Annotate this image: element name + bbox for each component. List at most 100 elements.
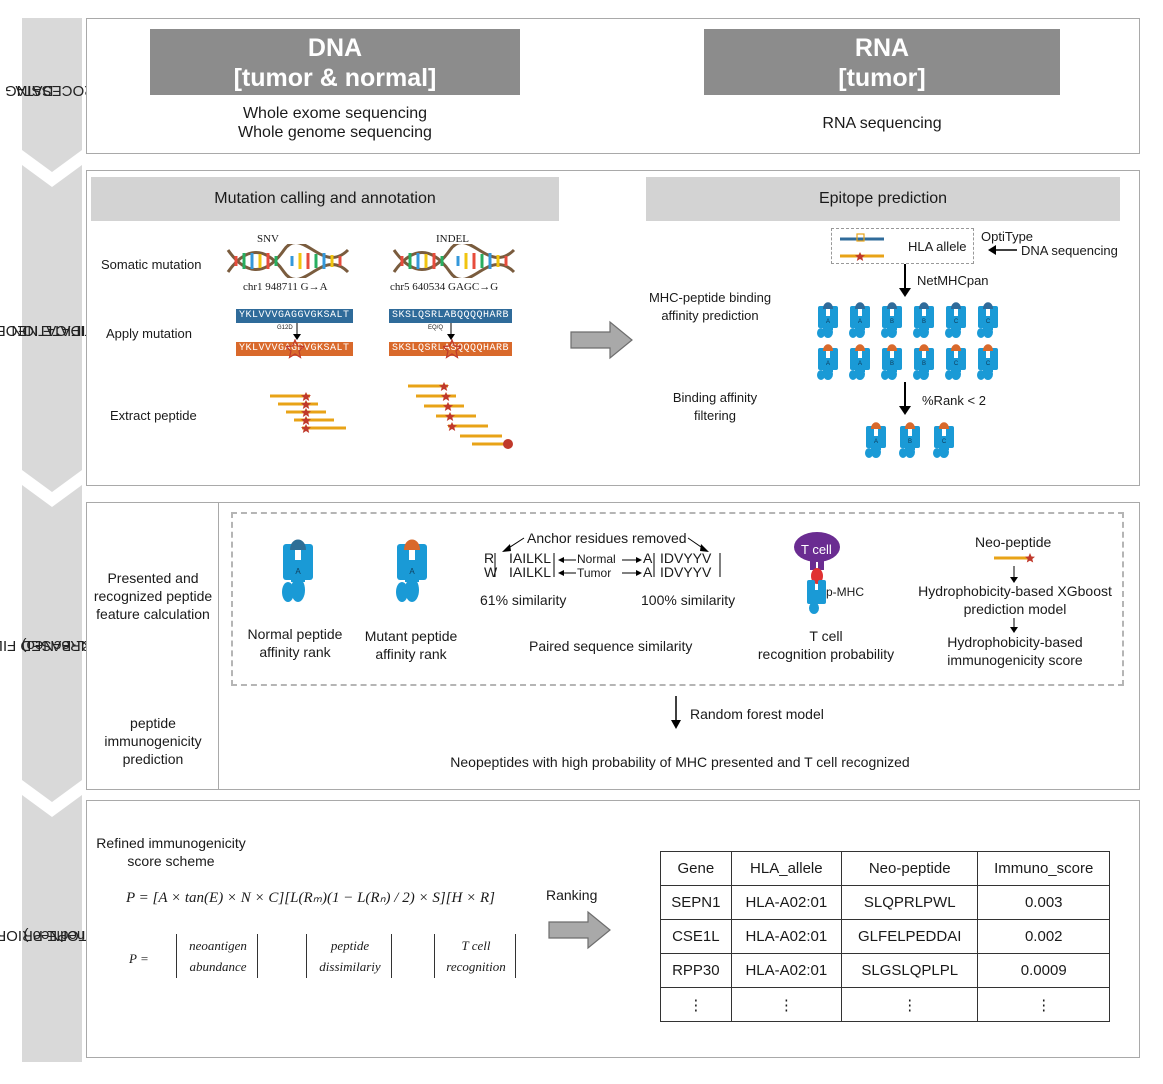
rna-header: RNA[tumor] [704, 29, 1060, 95]
table-cell: SLGSLQPLPL [840, 953, 979, 988]
indel-mutant-sequence: SKSLQSRLASQQQQHARB [389, 342, 513, 356]
stage-label-prioritization: NEOEPITOPE PRIORITIZATION(RefinedNeo ) [0, 927, 144, 944]
table-row: ⋮ ⋮ ⋮ ⋮ [660, 987, 1110, 1022]
svg-text:A: A [858, 361, 862, 367]
table-header-cell: Gene [660, 851, 732, 886]
netmhcpan-label: NetMHCpan [917, 273, 989, 288]
snv-change-label: G12D [277, 325, 293, 331]
down-arrow-icon [1010, 566, 1018, 583]
svg-text:A: A [826, 319, 830, 325]
table-cell: HLA-A02:01 [730, 885, 842, 920]
seq-tail-normal: IDVYYV [660, 550, 712, 566]
down-arrow-icon [899, 382, 911, 415]
tumor-arrow-label: Tumor [577, 566, 612, 580]
table-cell: HLA-A02:01 [730, 953, 842, 988]
mutation-star-icon [286, 339, 304, 359]
row-label-apply: Apply mutation [106, 326, 192, 341]
neopeptide-result-label: Neopeptides with high probability of MHC… [450, 754, 910, 770]
svg-text:B: B [890, 361, 894, 367]
svg-text:A: A [858, 319, 862, 325]
filtering-divider [218, 502, 219, 790]
similarity-61-label: 61% similarity [480, 592, 567, 608]
dna-header: DNA[tumor & normal] [150, 29, 520, 95]
seq-w: W [484, 564, 498, 580]
score-formula: P = [A × tan(E) × N × C][L(Rₘ)(1 − L(Rₙ)… [126, 890, 495, 906]
mhc-molecule-icon: B [881, 302, 902, 338]
formula-p-eq: P = [129, 951, 149, 966]
table-cell: RPP30 [660, 953, 732, 988]
svg-text:C: C [986, 361, 991, 367]
table-header-cell: HLA_allele [730, 851, 842, 886]
row-label-extract: Extract peptide [110, 408, 197, 423]
snv-coordinate: chr1 948711 G→A [243, 281, 328, 293]
svg-text:A: A [295, 567, 301, 576]
snv-extracted-peptides [270, 392, 346, 433]
similarity-arrows [494, 537, 721, 577]
table-row: RPP30 HLA-A02:01 SLGSLQPLPL 0.0009 [660, 953, 1110, 988]
seq-tail-tumor: IDVYYV [660, 564, 712, 580]
table-cell: ⋮ [840, 987, 979, 1022]
ranking-label: Ranking [546, 887, 598, 903]
svg-text:B: B [922, 319, 926, 325]
rna-method: RNA sequencing [822, 115, 942, 132]
mhc-molecule-icon: A [817, 344, 838, 380]
snv-mutant-sequence: YKLVVVGAGDVGKSALT [236, 342, 353, 356]
mhc-molecule-icon: A [865, 422, 886, 458]
seq-a-tumor: A [643, 564, 653, 580]
dna-helix-icon [392, 244, 516, 278]
table-header-cell: Neo-peptide [840, 851, 979, 886]
seq-r: R [484, 550, 495, 566]
snv-normal-sequence: YKLVVVGAGGVGKSALT [236, 309, 353, 323]
svg-text:A: A [409, 567, 415, 576]
feature-dashed-box [231, 512, 1124, 686]
pmhc-label: p-MHC [826, 585, 864, 599]
filtering-panel [86, 502, 1140, 790]
normal-mhc-icon: A [282, 539, 313, 602]
mhc-molecule-icon: A [849, 344, 870, 380]
table-cell: 0.0009 [977, 953, 1110, 988]
seq-core-normal: IAILKL [509, 550, 552, 566]
tcell-label: T cell [801, 542, 832, 557]
mhc-molecule-icon: C [945, 302, 966, 338]
neoepitope-ranking-table: Gene HLA_allele Neo-peptide Immuno_score… [660, 851, 1110, 1022]
similarity-100-label: 100% similarity [641, 592, 736, 608]
mhc-molecule-icon: B [881, 344, 902, 380]
mhc-molecule-icon: A [849, 302, 870, 338]
svg-text:C: C [954, 319, 959, 325]
hla-allele-bars [840, 233, 884, 261]
table-cell: 0.003 [977, 885, 1110, 920]
down-arrow-icon [1010, 618, 1018, 633]
table-cell: ⋮ [977, 987, 1110, 1022]
optitype-label: OptiType [981, 229, 1034, 244]
table-cell: CSE1L [660, 919, 732, 954]
rank-threshold-label: %Rank < 2 [922, 393, 986, 408]
svg-text:C: C [942, 439, 947, 445]
svg-text:A: A [874, 439, 878, 445]
hla-allele-label: HLA allele [908, 239, 967, 254]
mhc-molecule-icon: B [913, 344, 934, 380]
table-cell: 0.002 [977, 919, 1110, 954]
mutation-calling-header: Mutation calling and annotation [91, 177, 559, 221]
svg-text:C: C [986, 319, 991, 325]
mhc-molecule-icon: C [977, 344, 998, 380]
right-arrow-icon [548, 910, 611, 950]
stage-chevron-bar [22, 18, 82, 1062]
table-cell: HLA-A02:01 [730, 919, 842, 954]
table-header-row: Gene HLA_allele Neo-peptide Immuno_score [660, 851, 1110, 886]
table-header-cell: Immuno_score [977, 851, 1110, 886]
table-row: CSE1L HLA-A02:01 GLFELPEDDAI 0.002 [660, 919, 1110, 954]
indel-extracted-peptides [408, 382, 513, 449]
table-cell: SEPN1 [660, 885, 732, 920]
down-arrow-icon [293, 323, 301, 340]
indel-normal-sequence: SKSLQSRLABQQQQHARB [389, 309, 513, 323]
